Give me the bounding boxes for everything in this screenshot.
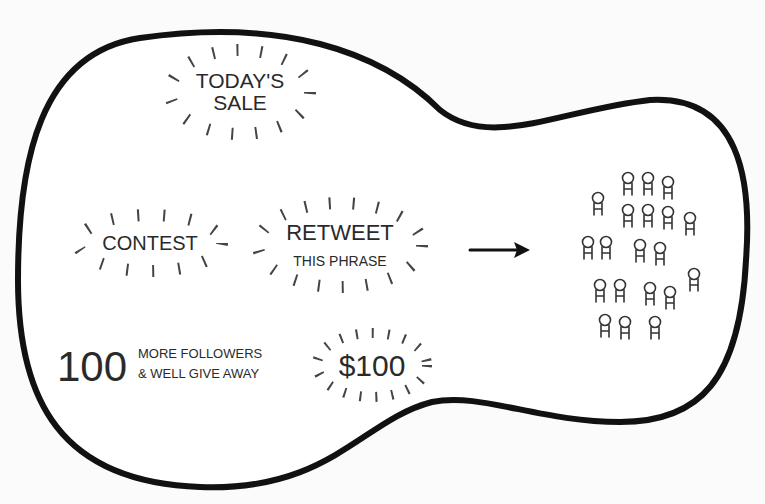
burst-rays — [258, 203, 422, 287]
label-text: CONTEST — [102, 233, 198, 254]
label-text: MORE FOLLOWERS — [138, 347, 262, 361]
idea-bulb-outline — [18, 32, 747, 487]
burst-rays — [170, 50, 310, 134]
arrow — [470, 242, 530, 258]
burst-rays — [78, 215, 222, 271]
crowd — [583, 173, 700, 340]
label-text: TODAY'S SALE — [195, 70, 285, 114]
label-text: & WELL GIVE AWAY — [138, 367, 259, 381]
burst-rays — [317, 333, 427, 397]
label-text: 100 — [57, 345, 127, 389]
label-text: THIS PHRASE — [293, 254, 386, 269]
label-text: RETWEET — [286, 221, 394, 244]
label-text: $100 — [339, 350, 406, 382]
